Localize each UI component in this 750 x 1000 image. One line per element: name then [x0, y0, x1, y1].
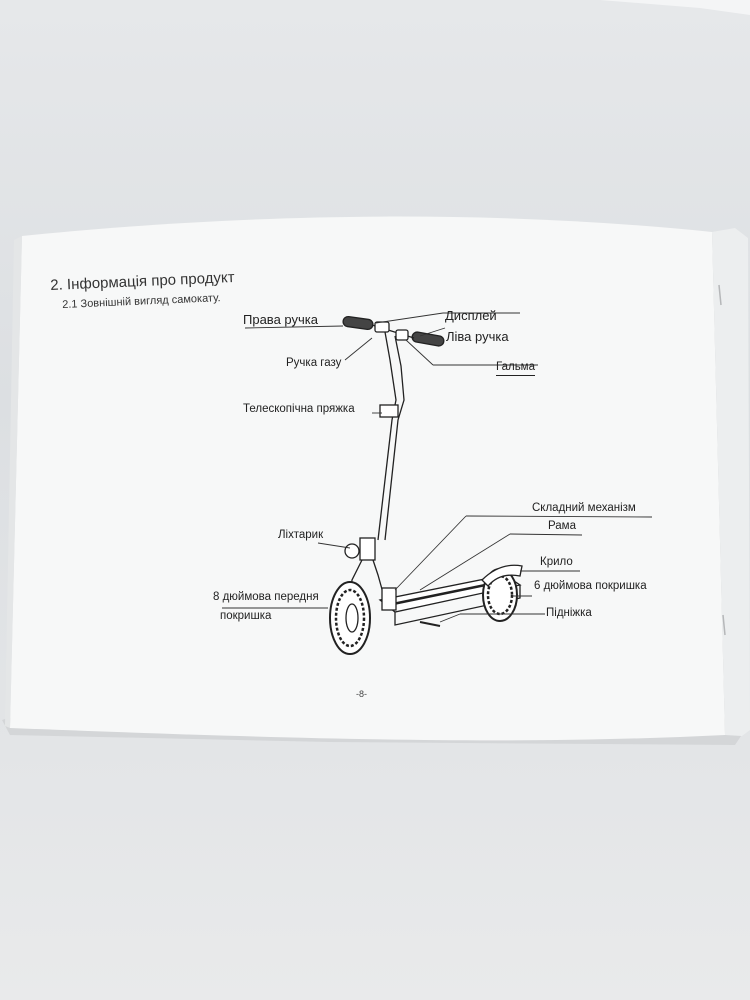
headlight-body [359, 537, 376, 561]
label-rear-tire: 6 дюймова покришка [534, 580, 647, 592]
paper-corner [600, 0, 750, 15]
brake-lever [395, 329, 409, 341]
label-brakes: Гальма [496, 361, 535, 376]
telescopic-clamp [379, 404, 399, 418]
label-headlight: Ліхтарик [278, 529, 324, 541]
right-page [712, 228, 750, 736]
leader-display [375, 312, 444, 324]
stem-inner [384, 335, 405, 541]
kickstand [419, 621, 441, 627]
leader-frame-ext [509, 533, 583, 536]
label-left-handle: Ліва ручка [446, 329, 509, 344]
page-number: -8- [356, 689, 367, 699]
leader-folding-ext [465, 515, 653, 518]
deck-side [394, 585, 521, 626]
rear-fender [481, 564, 523, 587]
leader-kickstand [439, 613, 461, 623]
label-front-tire-line2: покришка [220, 610, 272, 622]
front-wheel [329, 581, 371, 655]
main-page [10, 216, 725, 741]
label-telescopic-clamp: Телескопічна пряжка [243, 403, 355, 415]
leader-folding [394, 515, 467, 591]
leader-brakes [405, 339, 434, 366]
leader-left-handle [419, 327, 446, 337]
stem [377, 331, 397, 541]
label-frame: Рама [548, 520, 576, 532]
left-page-edge [5, 236, 22, 728]
right-handle-grip [342, 315, 374, 331]
leader-frame [419, 533, 511, 591]
label-folding-mechanism: Складний механізм [532, 502, 636, 514]
label-kickstand: Підніжка [546, 607, 592, 619]
label-front-tire-line1: 8 дюймова передня [213, 591, 319, 603]
label-fender: Крило [540, 556, 573, 568]
headlight [344, 543, 360, 559]
staple-bottom [722, 614, 726, 636]
display-unit [374, 321, 390, 333]
leader-right-handle [244, 325, 344, 329]
deck-grip [387, 580, 501, 607]
label-right-handle: Права ручка [243, 312, 318, 327]
folding-joint [381, 587, 397, 611]
label-throttle: Ручка газу [286, 357, 342, 369]
label-display: Дисплей [445, 308, 497, 323]
leader-throttle [344, 337, 373, 361]
staple-top [718, 284, 722, 306]
leader-headlight [317, 542, 351, 549]
